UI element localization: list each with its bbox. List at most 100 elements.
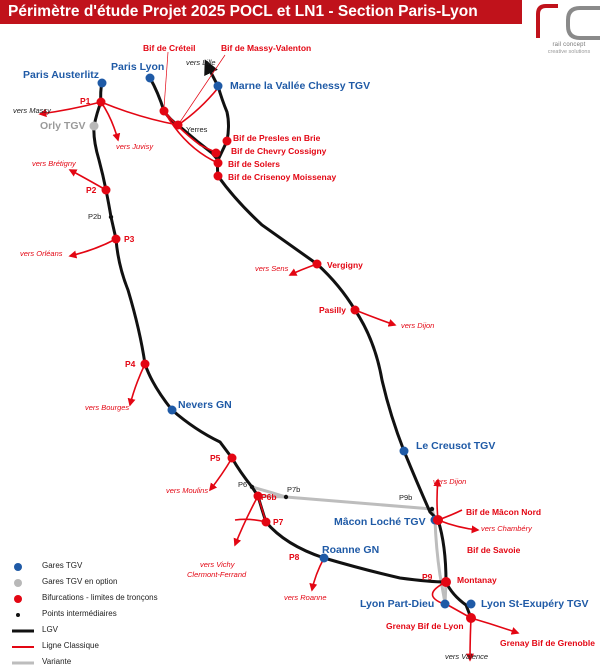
legend-row-lgv: LGV: [12, 624, 212, 638]
classic-p7-left: [234, 518, 267, 523]
lgv-vergigny-pasilly: [315, 262, 357, 311]
label-grenay-grenoble: Grenay Bif de Grenoble: [500, 638, 595, 648]
station-roanne: [319, 553, 329, 563]
label-vers-dijon-pasilly: vers Dijon: [401, 321, 434, 330]
header: Périmètre d'étude Projet 2025 POCL et LN…: [0, 0, 605, 55]
legend-label: Gares TGV en option: [42, 577, 118, 586]
bifurcation-dots: [96, 97, 476, 623]
lgv-p5-p6: [230, 457, 260, 497]
label-vers-roanne: vers Roanne: [284, 593, 327, 602]
legend-label: Variante: [42, 657, 72, 666]
lgv-lines: [92, 59, 473, 619]
classic-p6b-p7: [257, 495, 267, 523]
legend-row-tgv-option: Gares TGV en option: [12, 576, 212, 590]
classic-p6b-vichy: [233, 495, 259, 547]
label-p9b: P9b: [399, 493, 412, 502]
map-title: Périmètre d'étude Projet 2025 POCL et LN…: [8, 3, 478, 20]
classic-p1-massy-valenton: [100, 101, 179, 126]
label-p4: P4: [125, 359, 136, 369]
label-lyon-part-dieu: Lyon Part-Dieu: [360, 598, 434, 610]
legend-label: Points intermédiaires: [42, 609, 117, 618]
lgv-crisenoy-vergigny: [216, 175, 318, 266]
logo-name: rail concept: [552, 42, 586, 48]
label-bif-presles: Bif de Presles en Brie: [233, 133, 321, 143]
label-le-creusot: Le Creusot TGV: [416, 440, 495, 452]
label-bif-creteil: Bif de Créteil: [143, 43, 195, 53]
label-vers-chambery: vers Chambéry: [481, 524, 533, 533]
lgv-p4-nevers: [143, 363, 234, 459]
blue-dot-icon: [14, 563, 22, 571]
label-bif-crisenoy: Bif de Crisenoy Moissenay: [228, 172, 336, 182]
legend-label: LGV: [42, 625, 59, 634]
label-orly: Orly TGV: [40, 120, 86, 132]
station-paris-lyon: [145, 73, 155, 83]
lgv-pasilly-creusot: [353, 309, 406, 452]
label-vers-lille: vers Lille: [186, 58, 216, 67]
legend-row-classic: Ligne Classique: [12, 640, 212, 654]
label-p7: P7: [273, 517, 284, 527]
black-line-icon: [12, 629, 34, 633]
intermediate-points: [108, 214, 435, 512]
classic-macon-chambery: [437, 519, 480, 534]
label-vers-vichy: vers Vichy: [200, 560, 236, 569]
variant-p6b-p7b: [257, 494, 287, 499]
legend-label: Bifurcations - limites de tronçons: [42, 593, 158, 602]
station-lyon-part-dieu: [440, 599, 450, 609]
label-p2b: P2b: [88, 212, 101, 221]
direction-labels: vers Lille vers Massy vers Juvisy vers B…: [13, 58, 533, 661]
label-marne-la-vallee: Marne la Vallée Chessy TGV: [230, 80, 370, 92]
leader-lines: [163, 51, 226, 123]
red-dot-icon: [14, 595, 22, 603]
label-bif-savoie: Bif de Savoie: [467, 545, 521, 555]
classic-paris-lyon-solers: [163, 110, 219, 164]
bifurcation-labels: Bif de Créteil Bif de Massy-Valenton Bif…: [80, 43, 595, 648]
rc-logo-icon: [536, 4, 600, 40]
label-p9: P9: [422, 572, 433, 582]
label-p6b: P6b: [261, 492, 277, 502]
station-nevers: [167, 405, 177, 415]
grey-dot-icon: [14, 579, 22, 587]
label-paris-lyon: Paris Lyon: [111, 61, 164, 73]
variant-p6-p9b: [251, 485, 433, 511]
label-pasilly: Pasilly: [319, 305, 346, 315]
black-dot-icon: [16, 613, 20, 617]
grey-line-icon: [12, 661, 34, 665]
label-vers-moulins: vers Moulins: [166, 486, 208, 495]
classic-p1-massy: [38, 101, 102, 118]
label-p3: P3: [124, 234, 135, 244]
station-orly: [89, 121, 99, 131]
label-p6: P6: [238, 480, 247, 489]
station-marne-la-vallee: [213, 81, 223, 91]
label-bif-solers: Bif de Solers: [228, 159, 280, 169]
label-vers-orleans: vers Orléans: [20, 249, 63, 258]
legend-row-points: Points intermédiaires: [12, 608, 212, 622]
point-labels: Yerres P2b P6 P7b P9b: [88, 125, 412, 502]
lgv-marne-chevry: [216, 85, 230, 161]
label-grenay-lyon: Grenay Bif de Lyon: [386, 621, 464, 631]
label-roanne: Roanne GN: [322, 544, 379, 556]
lgv-p3-p4: [114, 238, 147, 365]
legend-row-variant: Variante: [12, 656, 212, 670]
variant-macon-montanay: [433, 519, 447, 604]
label-bif-macon-nord: Bif de Mâcon Nord: [466, 507, 541, 517]
label-macon-loche: Mâcon Loché TGV: [334, 516, 426, 528]
classic-creteil-massy-valenton: [177, 87, 219, 126]
classic-macon-dijon: [433, 478, 442, 521]
legend-label: Ligne Classique: [42, 641, 99, 650]
label-vergigny: Vergigny: [327, 260, 363, 270]
label-vers-massy: vers Massy: [13, 106, 52, 115]
lgv-p1-orly-p3: [92, 101, 118, 240]
lgv-creteil-yerres: [162, 110, 220, 161]
lgv-creusot-macon: [402, 450, 440, 522]
station-lyon-st-exupery: [466, 599, 476, 609]
legend-row-tgv: Gares TGV: [12, 560, 212, 574]
label-vers-valence: vers Valence: [445, 652, 488, 661]
label-clermont: Clermont-Ferrand: [187, 570, 247, 579]
station-paris-austerlitz: [97, 78, 107, 88]
lgv-p9-grenay: [444, 581, 473, 619]
label-vers-dijon-macon: vers Dijon: [433, 477, 466, 486]
classic-grenay-grenoble: [470, 617, 520, 635]
title-band: Périmètre d'étude Projet 2025 POCL et LN…: [0, 0, 522, 24]
label-yerres: Yerres: [186, 125, 208, 134]
